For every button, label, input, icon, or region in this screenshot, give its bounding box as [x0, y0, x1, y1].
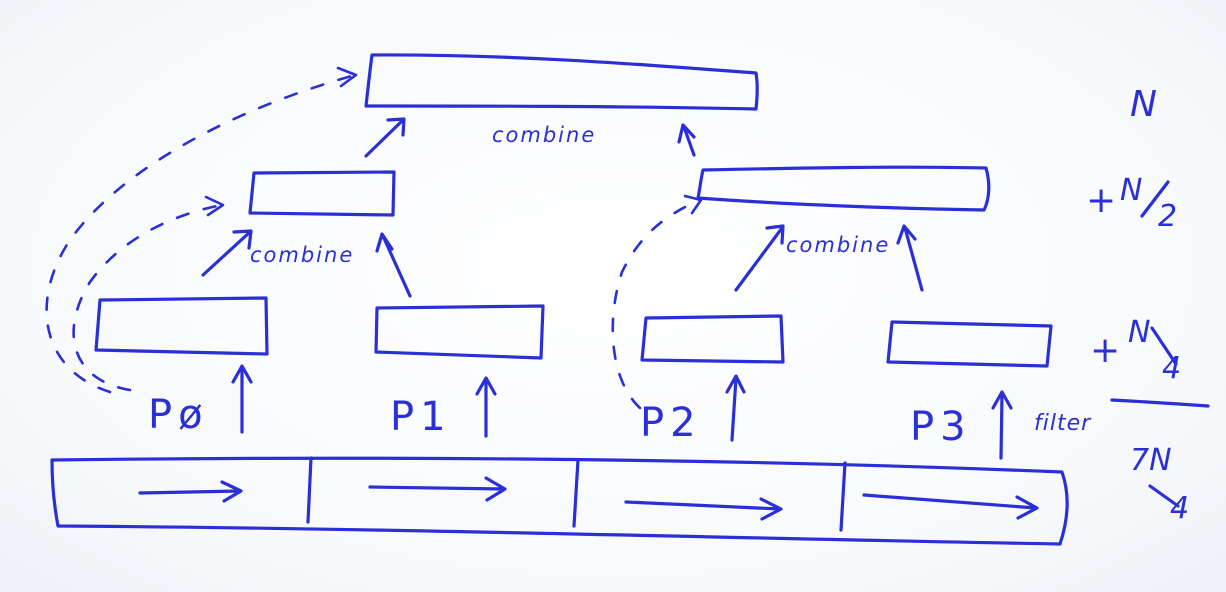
combine-label-right: combine — [786, 233, 890, 257]
dashed-path-p2-to-level2 — [611, 198, 702, 410]
combine-arrow-right — [677, 123, 696, 157]
scan-arrow-2 — [624, 497, 783, 521]
combine-arrow-box1 — [375, 232, 412, 298]
cost-level1-plus: + — [1090, 330, 1120, 371]
dashed-path-p0-to-root — [45, 73, 357, 394]
combine-label-left: combine — [250, 243, 354, 267]
cost-level1-numerator: N — [1128, 315, 1150, 350]
level1-buffer-box-3 — [886, 320, 1053, 368]
filter-label: filter — [1034, 411, 1092, 436]
dashed-path-p2-to-level2-head — [683, 194, 703, 215]
cost-bottom-numerator: 7N — [1130, 443, 1172, 478]
cost-level2-denominator: 2 — [1158, 199, 1177, 234]
dashed-path-p0-to-level2-head — [204, 195, 225, 217]
up-arrow-p2 — [725, 374, 746, 442]
cost-level2-slash — [1140, 180, 1170, 218]
level2-left-buffer-box — [248, 170, 396, 217]
array-divider-3 — [839, 461, 847, 532]
up-arrow-p3 — [991, 390, 1013, 460]
scan-arrow-0 — [138, 480, 243, 503]
processor-label-p2: P2 — [640, 400, 702, 446]
array-divider-1 — [306, 456, 313, 524]
level1-buffer-box-2 — [640, 314, 785, 364]
processor-label-p1: P1 — [390, 394, 452, 440]
level1-buffer-box-1 — [374, 304, 545, 360]
input-array-box — [50, 456, 1069, 546]
cost-level2-plus: + — [1086, 180, 1116, 221]
root-buffer-box — [364, 53, 759, 111]
combine-arrow-box2 — [734, 224, 785, 292]
combine-arrow-box0 — [201, 229, 253, 277]
combine-arrow-box3 — [896, 224, 924, 292]
filter-separator-line — [1110, 398, 1210, 408]
cost-bottom-slash — [1148, 484, 1180, 508]
combine-arrow-left — [364, 117, 406, 158]
combine-label-top: combine — [492, 123, 596, 147]
up-arrow-p0 — [231, 364, 253, 434]
processor-label-p0: Pø — [148, 392, 209, 438]
cost-bottom-denominator: 4 — [1170, 491, 1189, 526]
scan-arrow-3 — [862, 493, 1039, 520]
up-arrow-p1 — [475, 376, 497, 438]
scan-arrow-1 — [368, 476, 507, 502]
cost-level1-slash — [1150, 326, 1178, 366]
cost-top-n: N — [1130, 84, 1157, 125]
dashed-path-p0-to-level2 — [72, 203, 224, 392]
level2-right-buffer-box — [696, 165, 991, 212]
array-divider-2 — [572, 458, 580, 528]
cost-level1-denominator: 4 — [1162, 351, 1181, 386]
level1-buffer-box-0 — [94, 296, 269, 356]
processor-label-p3: P3 — [910, 404, 972, 450]
cost-level2-numerator: N — [1120, 173, 1142, 208]
dashed-path-p0-to-root-head — [336, 66, 358, 88]
